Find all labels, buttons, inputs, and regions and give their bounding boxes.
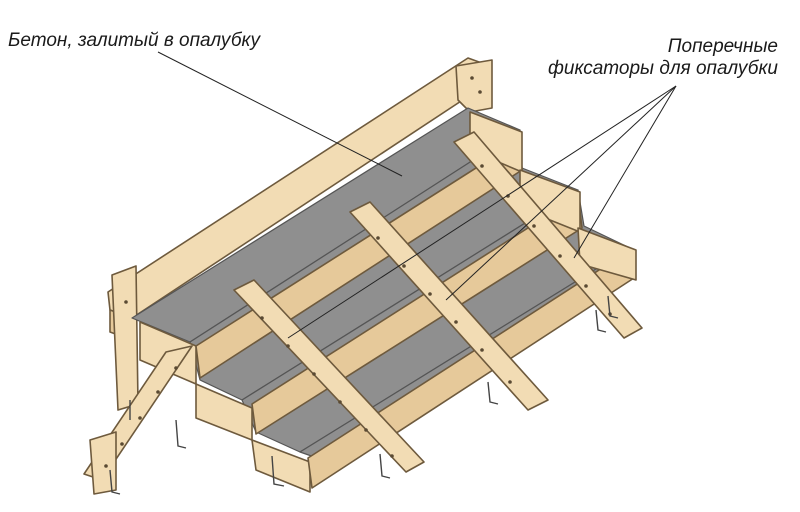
label-fixators-line-1: Поперечные xyxy=(667,36,778,57)
leader-lines xyxy=(157,51,677,339)
stringer-holes xyxy=(124,76,482,304)
label-transverse-fixators: Поперечные фиксаторы для опалубки xyxy=(548,36,778,80)
label-fixators-line-2: фиксаторы для опалубки xyxy=(548,58,778,79)
side-stringer-board xyxy=(107,57,493,411)
label-concrete-poured: Бетон, залитый в опалубку xyxy=(8,30,260,51)
transverse-fixator-1 xyxy=(233,279,425,473)
rebar-stakes xyxy=(109,295,619,495)
front-brace xyxy=(83,345,193,495)
transverse-fixator-2 xyxy=(349,201,549,411)
